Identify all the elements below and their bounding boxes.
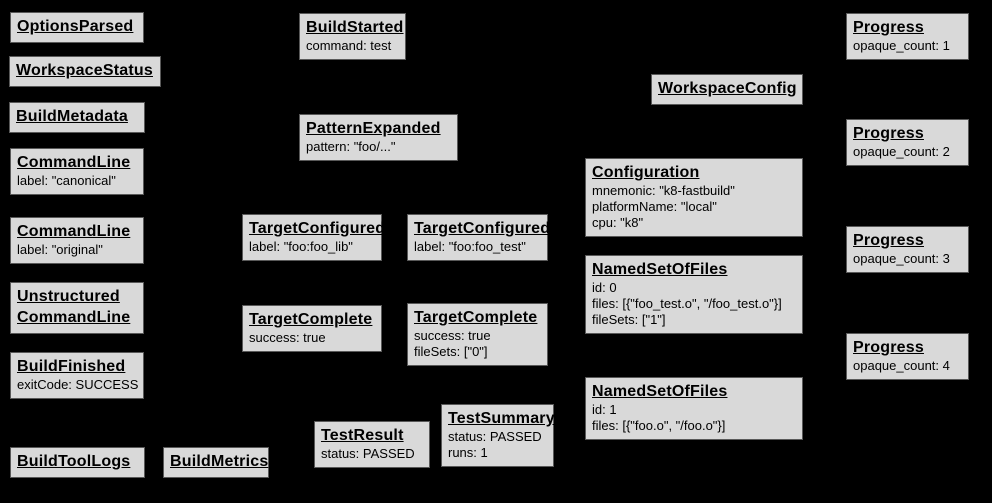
event-box-target-complete-foo-lib: TargetComplete success: true (242, 305, 382, 352)
event-box-field: cpu: "k8" (592, 215, 644, 230)
event-box-field: label: "canonical" (17, 173, 116, 188)
event-box-title: NamedSetOfFiles (592, 261, 728, 278)
event-box-title: BuildToolLogs (17, 453, 131, 470)
event-box-field: fileSets: ["1"] (592, 312, 666, 327)
event-box-field: status: PASSED (448, 429, 542, 444)
event-box-title: TestResult (321, 427, 404, 444)
event-box-title: BuildStarted (306, 19, 404, 36)
event-box-title: Progress (853, 125, 924, 142)
event-box-title: BuildFinished (17, 358, 126, 375)
event-box-field: mnemonic: "k8-fastbuild" (592, 183, 735, 198)
event-box-progress-3: Progress opaque_count: 3 (846, 226, 969, 273)
event-box-field: opaque_count: 4 (853, 358, 950, 373)
event-box-field: pattern: "foo/..." (306, 139, 396, 154)
event-box-field: id: 1 (592, 402, 617, 417)
event-box-field: success: true (249, 330, 326, 345)
event-box-title: Progress (853, 339, 924, 356)
event-box-title: CommandLine (17, 223, 131, 240)
event-box-pattern-expanded: PatternExpanded pattern: "foo/..." (299, 114, 458, 161)
event-box-field: runs: 1 (448, 445, 488, 460)
event-box-field: command: test (306, 38, 392, 53)
event-box-unstructured-command-line: Unstructured CommandLine (10, 282, 144, 334)
event-box-workspace-config: WorkspaceConfig (651, 74, 803, 105)
event-box-field: fileSets: ["0"] (414, 344, 488, 359)
event-box-target-configured-foo-test: TargetConfigured label: "foo:foo_test" (407, 214, 551, 261)
event-box-progress-1: Progress opaque_count: 1 (846, 13, 969, 60)
event-box-field: exitCode: SUCCESS (17, 377, 139, 392)
event-box-title: Progress (853, 19, 924, 36)
event-box-options-parsed: OptionsParsed (10, 12, 144, 43)
event-box-test-result: TestResult status: PASSED (314, 421, 430, 468)
event-box-field: files: [{"foo.o", "/foo.o"}] (592, 418, 726, 433)
event-box-target-configured-foo-lib: TargetConfigured label: "foo:foo_lib" (242, 214, 386, 261)
event-box-build-finished: BuildFinished exitCode: SUCCESS (10, 352, 144, 399)
event-box-title: OptionsParsed (17, 18, 134, 35)
event-box-configuration: Configuration mnemonic: "k8-fastbuild"pla… (585, 158, 803, 237)
event-box-title: TargetConfigured (249, 220, 386, 237)
event-box-title: Configuration (592, 164, 700, 181)
event-box-field: label: "foo:foo_lib" (249, 239, 353, 254)
event-box-title: WorkspaceStatus (16, 62, 153, 79)
event-box-field: label: "original" (17, 242, 103, 257)
event-box-build-metrics: BuildMetrics (163, 447, 269, 478)
event-box-field: files: [{"foo_test.o", "/foo_test.o"}] (592, 296, 782, 311)
event-box-build-started: BuildStarted command: test (299, 13, 406, 60)
event-box-title: WorkspaceConfig (658, 80, 797, 97)
event-box-title: CommandLine (17, 154, 131, 171)
event-box-title: TargetComplete (414, 309, 538, 326)
event-box-field: label: "foo:foo_test" (414, 239, 526, 254)
event-box-title: TestSummary (448, 410, 555, 427)
event-box-field: opaque_count: 1 (853, 38, 950, 53)
event-box-progress-4: Progress opaque_count: 4 (846, 333, 969, 380)
event-box-workspace-status: WorkspaceStatus (9, 56, 161, 87)
event-box-title: PatternExpanded (306, 120, 441, 137)
event-box-title: BuildMetrics (170, 453, 269, 470)
event-box-field: platformName: "local" (592, 199, 717, 214)
event-box-command-line-canonical: CommandLine label: "canonical" (10, 148, 144, 195)
event-box-build-tool-logs: BuildToolLogs (10, 447, 145, 478)
event-box-build-metadata: BuildMetadata (9, 102, 145, 133)
event-box-field: opaque_count: 3 (853, 251, 950, 266)
event-box-command-line-original: CommandLine label: "original" (10, 217, 144, 264)
event-box-field: id: 0 (592, 280, 617, 295)
event-box-title: TargetConfigured (414, 220, 551, 237)
event-box-title: Unstructured CommandLine (17, 288, 131, 326)
event-box-title: BuildMetadata (16, 108, 128, 125)
event-box-field: success: true (414, 328, 491, 343)
event-box-field: status: PASSED (321, 446, 415, 461)
event-box-title: NamedSetOfFiles (592, 383, 728, 400)
event-box-title: Progress (853, 232, 924, 249)
event-box-field: opaque_count: 2 (853, 144, 950, 159)
event-box-progress-2: Progress opaque_count: 2 (846, 119, 969, 166)
event-box-title: TargetComplete (249, 311, 373, 328)
